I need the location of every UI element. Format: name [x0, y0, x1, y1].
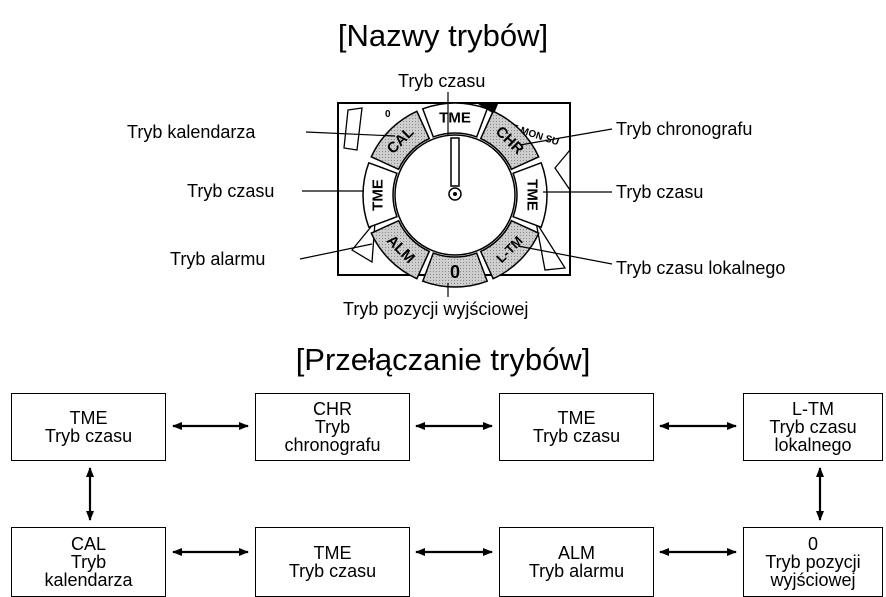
mode-code: 0 [807, 534, 818, 554]
ring-segment [479, 219, 540, 280]
mode-box-alarm: ALM Tryb alarmu [499, 527, 654, 597]
mode-code: CAL [70, 534, 106, 554]
ring-segment [370, 219, 431, 280]
mode-box-time-1: TME Tryb czasu [11, 393, 166, 461]
mode-name: Tryb czasu [532, 426, 621, 446]
mode-name: Tryb [314, 417, 351, 437]
mode-name: chronografu [284, 435, 381, 455]
mode-name: kalendarza [44, 570, 133, 590]
dial-top-left-text: 0 [385, 109, 391, 120]
leader-lines [299, 92, 613, 297]
mode-box-home-position: 0 Tryb pozycji wyjściowej [743, 527, 883, 597]
mode-code: ALM [557, 543, 595, 563]
mode-code: TME [313, 543, 352, 563]
title-mode-names: [Nazwy trybów] [337, 18, 549, 53]
callout-alarm: Tryb alarmu [170, 249, 266, 269]
ring-segment [421, 252, 489, 288]
mode-code: TME [69, 408, 108, 428]
mode-name: Tryb czasu [288, 561, 377, 581]
mode-box-time-2: TME Tryb czasu [499, 393, 654, 461]
mode-box-time-3: TME Tryb czasu [255, 527, 410, 597]
mode-name: lokalnego [774, 435, 852, 455]
mode-code: L-TM [792, 399, 834, 419]
callout-calendar: Tryb kalendarza [127, 122, 256, 142]
callout-local-time: Tryb czasu lokalnego [616, 258, 786, 278]
ring-segment [479, 110, 540, 171]
ring-segment-label: TME [524, 179, 541, 211]
ring-segment [512, 161, 548, 229]
ring-segment [421, 102, 489, 138]
ring-segment [362, 161, 398, 229]
frame-decoration-bottom-right [535, 221, 567, 271]
mode-code: CHR [313, 399, 352, 419]
frame-decoration-bottom-left [351, 219, 376, 264]
mode-box-chronograph: CHR Tryb chronografu [255, 393, 410, 461]
title-mode-switching: [Przełączanie trybów] [295, 342, 591, 377]
callout-time-top: Tryb czasu [398, 71, 486, 91]
frame-decoration-right [554, 148, 571, 193]
frame-decoration-left [343, 107, 363, 151]
mode-box-local-time: L-TM Tryb czasu lokalnego [743, 393, 883, 461]
mode-name: Tryb czasu [44, 426, 133, 446]
mode-box-calendar: CAL Tryb kalendarza [11, 527, 166, 597]
ring-segment-label: 0 [450, 262, 460, 282]
ring-segment-label: TME [439, 110, 471, 127]
callout-chronograph: Tryb chronografu [616, 119, 753, 139]
mode-code: TME [557, 408, 596, 428]
mode-name: Tryb [70, 552, 107, 572]
dial-hand [450, 137, 460, 187]
ring-segment [370, 110, 431, 171]
callout-time-right: Tryb czasu [616, 182, 704, 202]
ring-segment-label: TME [370, 179, 387, 211]
mode-name: Tryb alarmu [528, 561, 625, 581]
callout-home-position: Tryb pozycji wyjściowej [343, 299, 529, 319]
mode-name: wyjściowej [770, 570, 856, 590]
mode-name: Tryb czasu [769, 417, 857, 437]
mode-name: Tryb pozycji [765, 552, 861, 572]
callout-time-left: Tryb czasu [187, 181, 275, 201]
